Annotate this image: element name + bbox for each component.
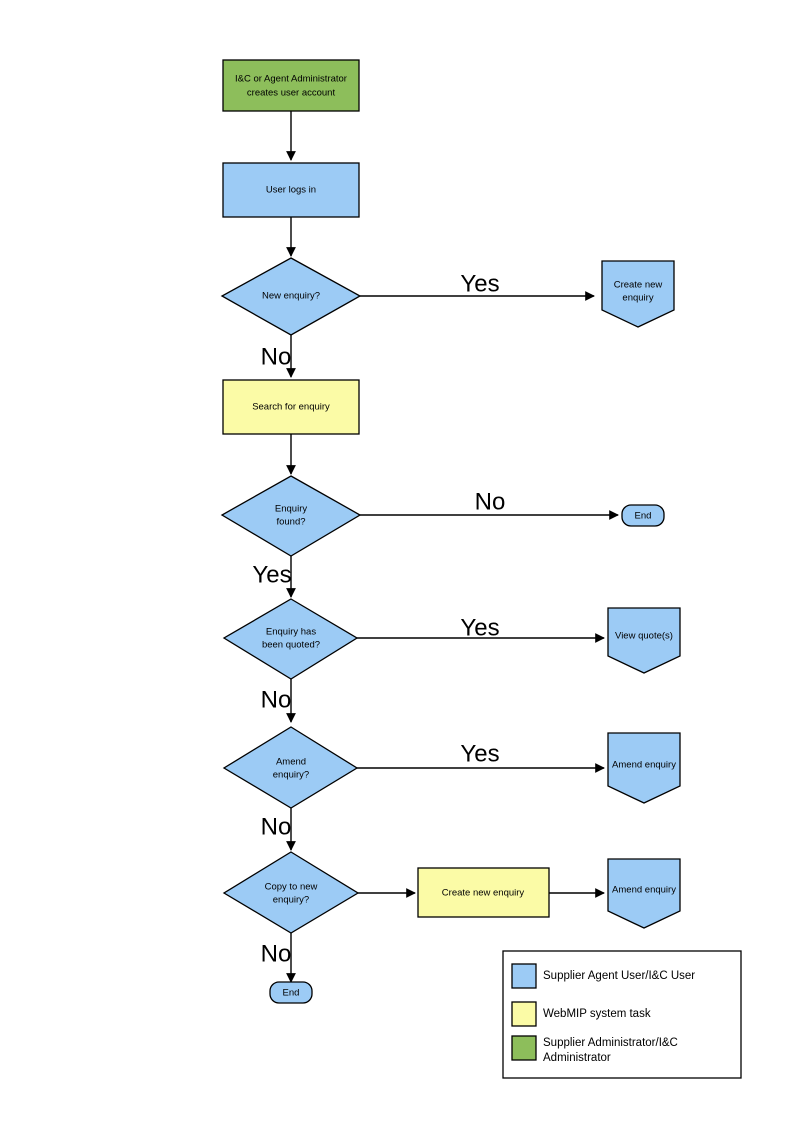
node-amend-enquiry-1[interactable]: Amend enquiry xyxy=(607,732,681,804)
connectors xyxy=(286,111,619,983)
legend-label-admin-line1: Supplier Administrator/I&C xyxy=(543,1037,678,1049)
legend-item-system: WebMIP system task xyxy=(511,1001,651,1027)
node-view-quotes[interactable]: View quote(s) xyxy=(607,607,681,674)
legend-item-user: Supplier Agent User/I&C User xyxy=(511,963,695,989)
legend-label-system: WebMIP system task xyxy=(543,1008,651,1020)
node-create-new-enquiry-2[interactable]: Create new enquiry xyxy=(417,867,550,918)
branch-labels: Yes No No Yes Yes No Yes No No xyxy=(252,270,505,967)
node-end-2[interactable]: End xyxy=(269,981,313,1004)
node-end-1[interactable]: End xyxy=(621,504,665,527)
legend-label-user: Supplier Agent User/I&C User xyxy=(543,970,695,982)
node-amend-enquiry-1-label: Amend enquiry xyxy=(612,760,676,771)
branch-label-quoted-no: No xyxy=(261,686,292,713)
node-new-enquiry-decision[interactable]: New enquiry? xyxy=(220,257,362,336)
node-create-new-enquiry-1-line1: Create new xyxy=(614,280,663,291)
node-user-logs-in-label: User logs in xyxy=(266,185,316,196)
legend-swatch-user xyxy=(511,963,537,989)
node-create-new-enquiry-1[interactable]: Create new enquiry xyxy=(601,260,675,328)
node-enquiry-found-decision-line2: found? xyxy=(276,517,305,528)
node-admin-creates-account-line1: I&C or Agent Administrator xyxy=(235,74,347,85)
node-end-2-label: End xyxy=(283,988,300,999)
branch-label-new-enquiry-no: No xyxy=(261,343,292,370)
node-enquiry-quoted-decision[interactable]: Enquiry has been quoted? xyxy=(222,598,359,680)
node-admin-creates-account-line2: creates user account xyxy=(247,88,336,99)
node-amend-enquiry-2[interactable]: Amend enquiry xyxy=(607,858,681,929)
node-amend-enquiry-decision[interactable]: Amend enquiry? xyxy=(222,726,359,809)
branch-label-amend-yes: Yes xyxy=(460,740,499,767)
node-admin-creates-account[interactable]: I&C or Agent Administrator creates user … xyxy=(222,59,360,112)
node-new-enquiry-decision-label: New enquiry? xyxy=(262,291,320,302)
node-amend-enquiry-2-label: Amend enquiry xyxy=(612,885,676,896)
branch-label-found-no: No xyxy=(475,488,506,515)
legend-swatch-system xyxy=(511,1001,537,1027)
node-end-1-label: End xyxy=(635,511,652,522)
branch-label-copy-no: No xyxy=(261,940,292,967)
node-enquiry-quoted-decision-line2: been quoted? xyxy=(262,640,320,651)
node-amend-enquiry-decision-line1: Amend xyxy=(276,757,306,768)
legend-swatch-admin xyxy=(511,1035,537,1061)
legend-label-admin-line2: Administrator xyxy=(543,1052,611,1064)
node-create-new-enquiry-2-label: Create new enquiry xyxy=(442,888,525,899)
node-enquiry-quoted-decision-line1: Enquiry has xyxy=(266,627,316,638)
node-view-quotes-label: View quote(s) xyxy=(615,631,673,642)
node-enquiry-found-decision-line1: Enquiry xyxy=(275,504,307,515)
node-user-logs-in[interactable]: User logs in xyxy=(222,162,360,218)
node-enquiry-found-decision[interactable]: Enquiry found? xyxy=(220,475,362,557)
branch-label-quoted-yes: Yes xyxy=(460,614,499,641)
node-search-for-enquiry[interactable]: Search for enquiry xyxy=(222,379,360,435)
node-search-for-enquiry-label: Search for enquiry xyxy=(252,402,330,413)
branch-label-amend-no: No xyxy=(261,813,292,840)
legend-item-admin: Supplier Administrator/I&C Administrator xyxy=(511,1035,678,1064)
node-amend-enquiry-decision-line2: enquiry? xyxy=(273,770,309,781)
legend-border xyxy=(502,950,742,1079)
node-copy-to-new-decision[interactable]: Copy to new enquiry? xyxy=(222,851,360,934)
node-create-new-enquiry-1-line2: enquiry xyxy=(622,293,653,304)
node-copy-to-new-decision-line1: Copy to new xyxy=(265,882,318,893)
node-copy-to-new-decision-line2: enquiry? xyxy=(273,895,309,906)
branch-label-found-yes: Yes xyxy=(252,561,291,588)
legend: Supplier Agent User/I&C User WebMIP syst… xyxy=(502,950,742,1079)
branch-label-new-enquiry-yes: Yes xyxy=(460,270,499,297)
